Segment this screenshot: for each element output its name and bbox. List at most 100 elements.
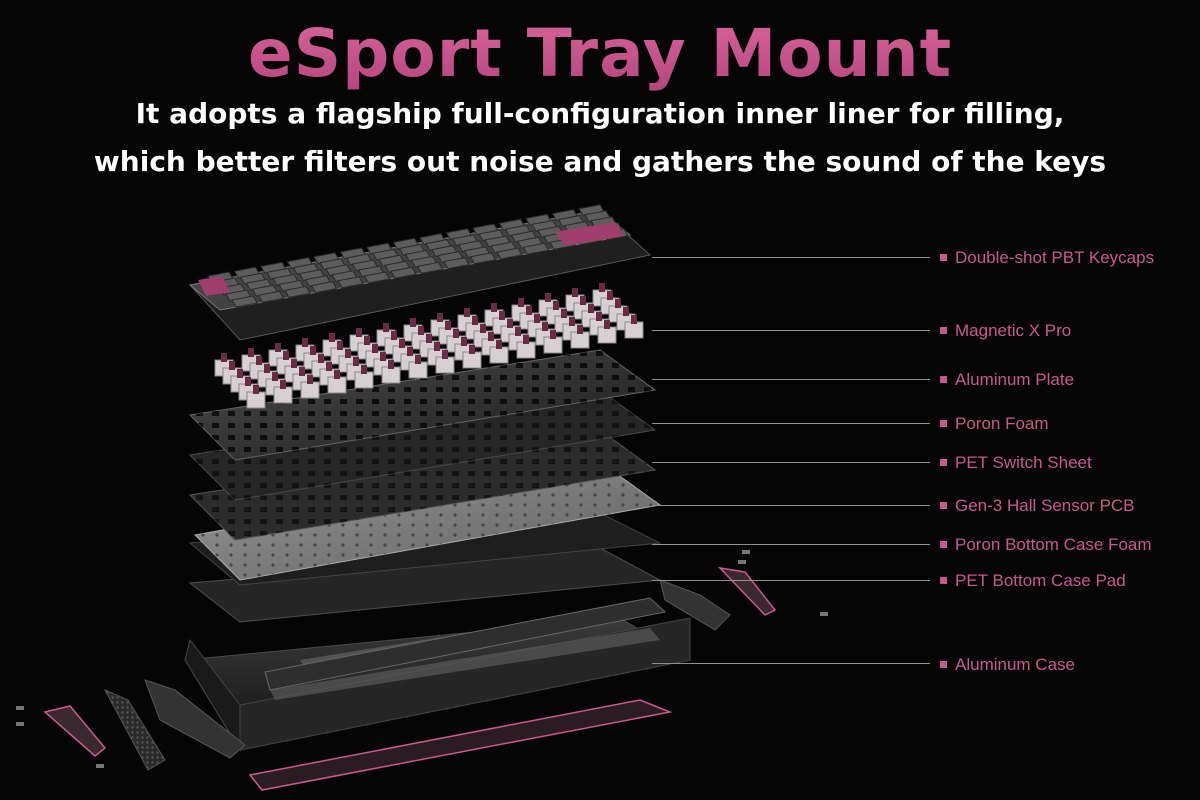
switch-stem	[526, 306, 532, 315]
switch-stem	[245, 377, 251, 386]
leader-line-keycaps	[652, 257, 930, 258]
leader-line-case	[652, 663, 930, 664]
switch-stem	[507, 319, 513, 328]
switch-stem	[383, 323, 389, 332]
switch-stem	[318, 354, 324, 363]
switch-stem	[623, 307, 629, 316]
keycap	[416, 261, 444, 274]
switch-stem	[237, 369, 243, 378]
bullet-icon	[940, 577, 947, 584]
keycap	[390, 266, 417, 279]
switch-stem	[491, 303, 497, 312]
layer-label-text: PET Switch Sheet	[955, 453, 1092, 472]
screws	[16, 550, 828, 768]
switch-stem	[496, 340, 502, 349]
switch-stem	[596, 312, 602, 321]
switch-stem	[580, 296, 586, 305]
layer-label-text: Gen-3 Hall Sensor PCB	[955, 496, 1135, 515]
switch-stem	[361, 365, 367, 374]
keycap	[443, 257, 470, 270]
layer-label-bottom-foam: Poron Bottom Case Foam	[940, 535, 1152, 555]
keycap	[469, 252, 497, 265]
switch-housing	[489, 346, 509, 364]
switch-stem	[399, 339, 405, 348]
leader-line-bottom-pad	[652, 580, 930, 581]
switch-housing	[543, 336, 563, 354]
switch-stem	[388, 360, 394, 369]
switch-stem	[299, 367, 305, 376]
layer-label-text: Double-shot PBT Keycaps	[955, 248, 1155, 267]
aluminum-plate	[188, 349, 657, 461]
switch-stem	[437, 313, 443, 322]
layer-label-poron-foam: Poron Foam	[940, 414, 1049, 434]
switch-housing	[246, 391, 266, 409]
case-feet	[43, 566, 777, 791]
switch-stem	[604, 320, 610, 329]
switch-stem	[326, 362, 332, 371]
switch-stem	[464, 308, 470, 317]
layer-label-text: Poron Bottom Case Foam	[955, 535, 1152, 554]
bullet-icon	[940, 327, 947, 334]
leader-line-bottom-foam	[652, 544, 930, 545]
switch-stem	[221, 353, 227, 362]
switch-stem	[275, 343, 281, 352]
bullet-icon	[940, 254, 947, 261]
switch-stem	[372, 344, 378, 353]
switch-stem	[518, 298, 524, 307]
switch-stem	[553, 301, 559, 310]
aluminum-case	[184, 605, 692, 752]
carbon-strip	[264, 597, 667, 691]
switch-stem	[499, 311, 505, 320]
switch-stem	[291, 359, 297, 368]
switch-stem	[302, 338, 308, 347]
switch-stem	[280, 380, 286, 389]
switch-stem	[256, 356, 262, 365]
layer-label-case: Aluminum Case	[940, 655, 1075, 675]
bullet-icon	[940, 420, 947, 427]
switch-stem	[572, 288, 578, 297]
switch-stem	[545, 293, 551, 302]
subtitle-line-1: It adopts a flagship full-configuration …	[135, 97, 1065, 130]
switch-housing	[462, 351, 482, 369]
switch-stem	[569, 317, 575, 326]
page-title: eSport Tray Mount	[0, 14, 1200, 94]
switch-stem	[329, 333, 335, 342]
switch-stem	[283, 351, 289, 360]
bullet-icon	[940, 376, 947, 383]
switch-stem	[515, 327, 521, 336]
switch-stem	[445, 321, 451, 330]
layer-label-plate: Aluminum Plate	[940, 370, 1074, 390]
switch-stem	[272, 372, 278, 381]
switch-stem	[415, 355, 421, 364]
switch-stem	[472, 316, 478, 325]
switch-stem	[391, 331, 397, 340]
switch-stem	[364, 336, 370, 345]
keycap	[522, 242, 550, 255]
layer-label-text: Magnetic X Pro	[955, 321, 1072, 340]
keycap	[257, 290, 285, 303]
layer-label-switches: Magnetic X Pro	[940, 321, 1071, 341]
bullet-icon	[940, 541, 947, 548]
switch-stem	[442, 350, 448, 359]
switch-stem	[599, 283, 605, 292]
layer-label-bottom-pad: PET Bottom Case Pad	[940, 571, 1126, 591]
switch-stem	[461, 337, 467, 346]
switch-housing	[516, 341, 536, 359]
keycaps	[188, 204, 652, 341]
bullet-icon	[940, 661, 947, 668]
magnetic-switches	[214, 283, 644, 409]
switch-stem	[380, 352, 386, 361]
switch-housing	[354, 371, 374, 389]
keycap	[496, 247, 523, 260]
leader-line-switches	[652, 330, 930, 331]
switch-stem	[615, 299, 621, 308]
layer-label-text: PET Bottom Case Pad	[955, 571, 1126, 590]
switch-stem	[356, 328, 362, 337]
switch-housing	[327, 376, 347, 394]
switch-stem	[264, 364, 270, 373]
switch-stem	[453, 329, 459, 338]
bullet-icon	[940, 502, 947, 509]
layer-label-keycaps: Double-shot PBT Keycaps	[940, 248, 1154, 268]
switch-stem	[588, 304, 594, 313]
switch-stem	[310, 346, 316, 355]
